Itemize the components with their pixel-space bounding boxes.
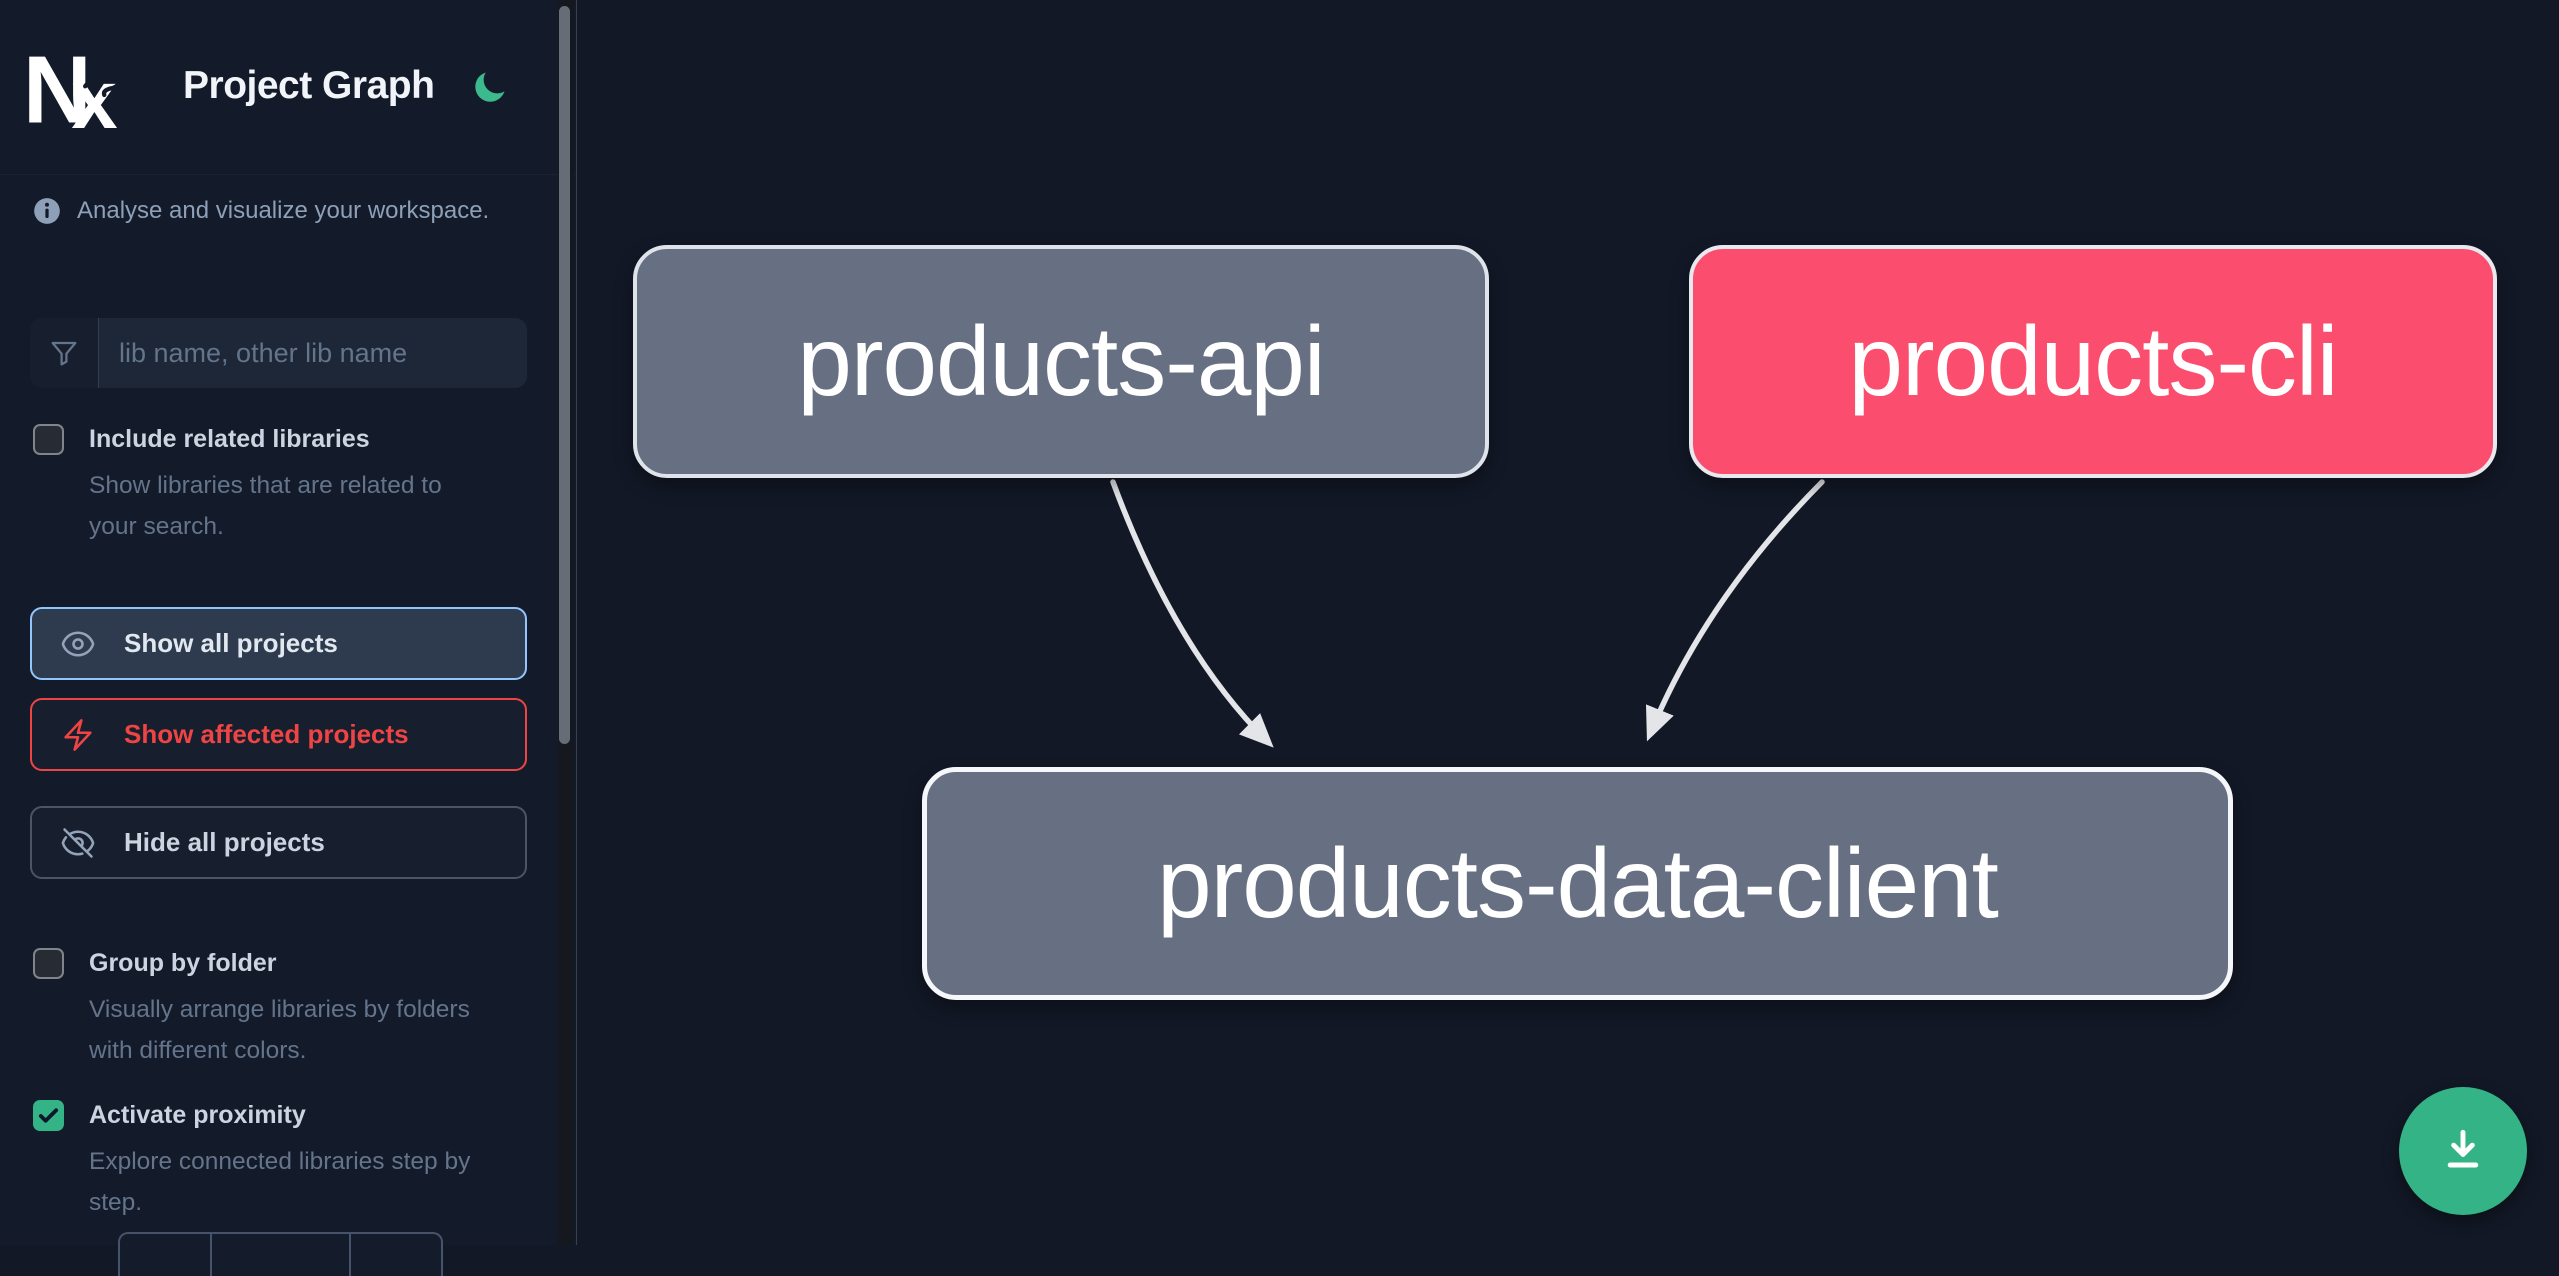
proximity-depth-value <box>212 1234 351 1276</box>
include-related-checkbox[interactable] <box>33 424 64 455</box>
graph-canvas[interactable]: products-api products-cli products-data-… <box>578 0 2559 1245</box>
page-title: Project Graph <box>183 64 435 107</box>
sidebar-scrollbar-thumb[interactable] <box>559 6 570 744</box>
activate-proximity-checkbox[interactable] <box>33 1100 64 1131</box>
node-label: products-data-client <box>1157 828 1999 938</box>
node-label: products-api <box>797 306 1325 416</box>
hide-all-projects-button[interactable]: Hide all projects <box>30 806 527 879</box>
bolt-icon <box>64 718 92 751</box>
download-graph-button[interactable] <box>2399 1087 2527 1215</box>
workspace-tagline: Analyse and visualize your workspace. <box>33 197 489 225</box>
search-input[interactable] <box>99 318 527 388</box>
theme-toggle-moon-icon[interactable] <box>468 62 516 110</box>
edge-products-cli-to-products-data-client <box>1646 479 1825 742</box>
graph-node-products-api[interactable]: products-api <box>633 245 1489 478</box>
include-related-description: Show libraries that are related to your … <box>89 472 442 540</box>
svg-text:x: x <box>71 53 117 134</box>
proximity-depth-control <box>118 1232 443 1276</box>
toggle-include-related: Include related libraries Show libraries… <box>33 424 538 547</box>
toggle-activate-proximity: Activate proximity Explore connected lib… <box>33 1100 538 1223</box>
activate-proximity-description: Explore connected libraries step by step… <box>89 1148 471 1216</box>
info-icon <box>34 198 60 224</box>
eye-slash-icon <box>61 827 95 858</box>
sidebar-scrollbar-track[interactable] <box>558 0 574 1245</box>
edge-products-api-to-products-data-client <box>1110 479 1274 748</box>
group-by-folder-label: Group by folder <box>89 949 277 977</box>
svg-text:N: N <box>28 42 92 134</box>
graph-node-products-data-client[interactable]: products-data-client <box>922 767 2233 1000</box>
show-all-projects-button[interactable]: Show all projects <box>30 607 527 680</box>
search-box <box>30 318 527 388</box>
node-label: products-cli <box>1848 306 2338 416</box>
sidebar-header: N x Project Graph <box>0 0 576 175</box>
proximity-decrement-button[interactable] <box>120 1234 212 1276</box>
include-related-label: Include related libraries <box>89 425 370 453</box>
nx-logo-icon: N x <box>28 42 120 134</box>
show-affected-projects-button[interactable]: Show affected projects <box>30 698 527 771</box>
activate-proximity-label: Activate proximity <box>89 1101 306 1129</box>
tagline-text: Analyse and visualize your workspace. <box>77 197 490 224</box>
group-by-folder-description: Visually arrange libraries by folders wi… <box>89 996 470 1064</box>
graph-node-products-cli[interactable]: products-cli <box>1689 245 2497 478</box>
filter-funnel-icon <box>30 318 99 388</box>
dependency-edges <box>1110 479 1825 748</box>
toggle-group-by-folder: Group by folder Visually arrange librari… <box>33 948 538 1071</box>
sidebar: N x Project Graph Analyse and visualize … <box>0 0 577 1276</box>
group-by-folder-checkbox[interactable] <box>33 948 64 979</box>
eye-icon <box>61 630 95 657</box>
proximity-increment-button[interactable] <box>351 1234 441 1276</box>
download-icon <box>2447 1129 2479 1168</box>
